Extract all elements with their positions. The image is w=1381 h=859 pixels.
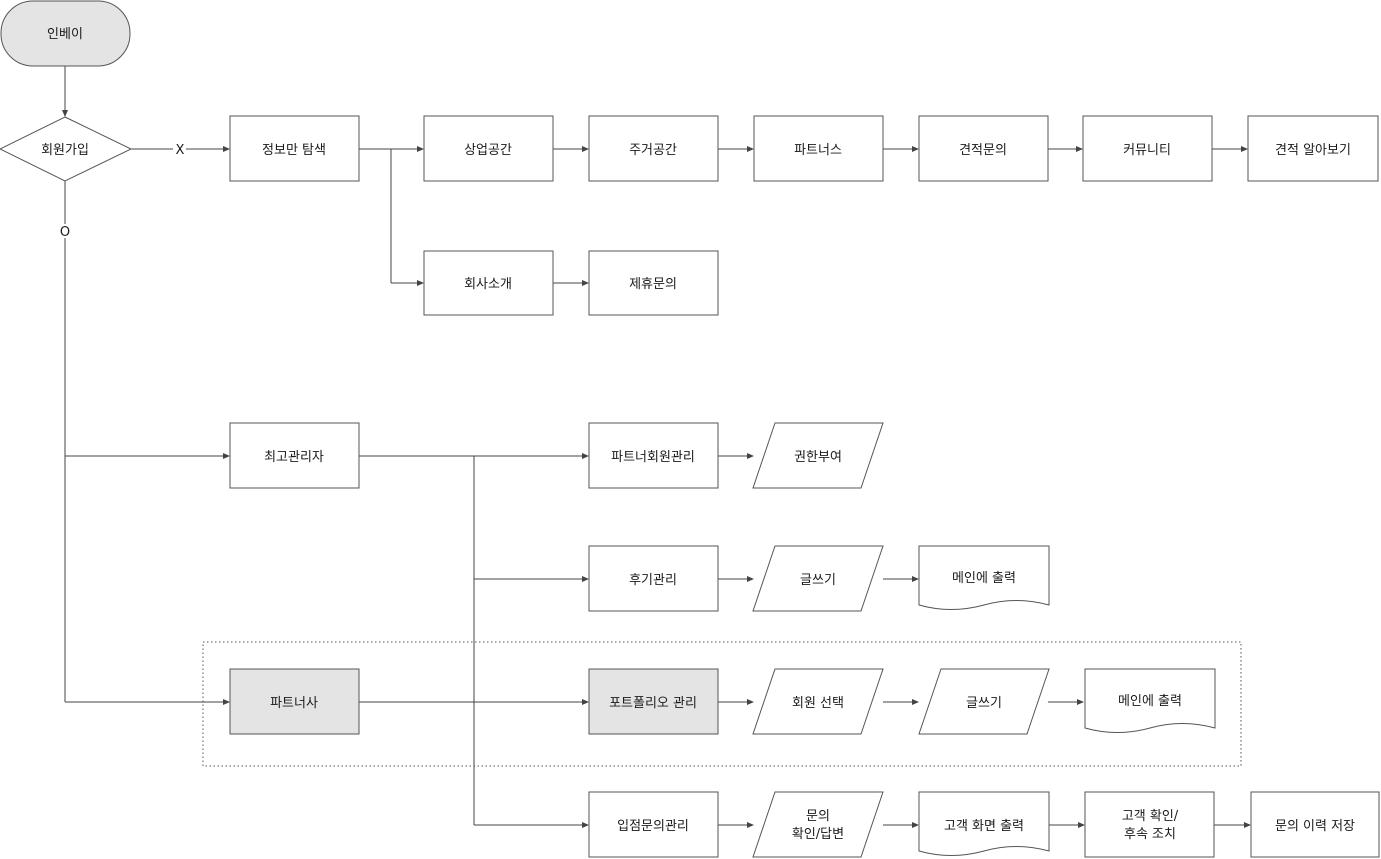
portfolio-mgmt-label: 포트폴리오 관리 (609, 696, 697, 711)
customer-screen-node: 고객 화면 출력 (918, 791, 1050, 856)
write-node-1: 글쓰기 (752, 545, 884, 612)
portfolio-mgmt-node: 포트폴리오 관리 (588, 668, 719, 735)
review-mgmt-node: 후기관리 (588, 545, 719, 612)
partner-member-mgmt-label: 파트너회원관리 (611, 450, 695, 465)
estimate-view-node: 견적 알아보기 (1247, 115, 1379, 182)
signup-label: 회원가입 (41, 143, 89, 158)
partners-node: 파트너스 (753, 115, 884, 182)
estimate-view-label: 견적 알아보기 (1275, 143, 1351, 158)
main-output-node-1: 메인에 출력 (918, 545, 1050, 610)
main-output-label-2: 메인에 출력 (1118, 694, 1182, 709)
grant-label: 권한부여 (794, 450, 842, 465)
history-save-node: 문의 이력 저장 (1250, 791, 1380, 858)
browse-node: 정보만 탐색 (229, 115, 360, 182)
write-label-2: 글쓰기 (966, 696, 1002, 711)
inquiry-answer-node: 문의 확인/답변 (752, 791, 884, 858)
partners-label: 파트너스 (794, 143, 842, 158)
customer-check-line-1: 고객 확인/ (1122, 809, 1179, 824)
browse-label: 정보만 탐색 (262, 143, 326, 158)
branch-label-x: X (176, 143, 185, 158)
start-label: 인베이 (47, 27, 83, 42)
connectors (62, 66, 1251, 828)
review-mgmt-label: 후기관리 (629, 573, 677, 588)
partner-member-mgmt-node: 파트너회원관리 (588, 422, 719, 489)
community-node: 커뮤니티 (1082, 115, 1213, 182)
main-output-node-2: 메인에 출력 (1084, 668, 1216, 733)
grant-node: 권한부여 (752, 422, 884, 489)
partnership-node: 제휴문의 (588, 250, 719, 316)
inquiry-answer-line-1: 문의 (806, 809, 830, 824)
start-node: 인베이 (0, 0, 131, 67)
partner-company-node: 파트너사 (229, 668, 360, 735)
store-inquiry-label: 입점문의관리 (617, 819, 689, 834)
store-inquiry-node: 입점문의관리 (588, 791, 719, 858)
branch-label-o: O (60, 225, 70, 240)
customer-check-line-2: 후속 조치 (1124, 827, 1176, 842)
admin-node: 최고관리자 (229, 422, 360, 489)
community-label: 커뮤니티 (1123, 143, 1171, 158)
partner-group-frame (202, 641, 1242, 767)
write-label-1: 글쓰기 (800, 573, 836, 588)
main-output-label-1: 메인에 출력 (952, 571, 1016, 586)
commercial-node: 상업공간 (423, 115, 554, 182)
company-node: 회사소개 (423, 250, 554, 316)
write-node-2: 글쓰기 (918, 668, 1050, 735)
commercial-label: 상업공간 (464, 143, 512, 158)
history-save-label: 문의 이력 저장 (1275, 819, 1355, 834)
customer-check-node: 고객 확인/ 후속 조치 (1084, 791, 1215, 858)
inquiry-answer-line-2: 확인/답변 (792, 827, 844, 842)
admin-label: 최고관리자 (264, 450, 324, 465)
customer-screen-label: 고객 화면 출력 (944, 819, 1024, 834)
residential-label: 주거공간 (629, 143, 677, 158)
member-select-label: 회원 선택 (792, 696, 844, 711)
residential-node: 주거공간 (588, 115, 719, 182)
signup-decision: 회원가입 (0, 116, 133, 182)
company-label: 회사소개 (464, 277, 512, 292)
partnership-label: 제휴문의 (629, 277, 677, 292)
partner-company-label: 파트너사 (270, 696, 318, 711)
estimate-label: 견적문의 (959, 143, 1007, 158)
estimate-node: 견적문의 (918, 115, 1049, 182)
member-select-node: 회원 선택 (752, 668, 884, 735)
